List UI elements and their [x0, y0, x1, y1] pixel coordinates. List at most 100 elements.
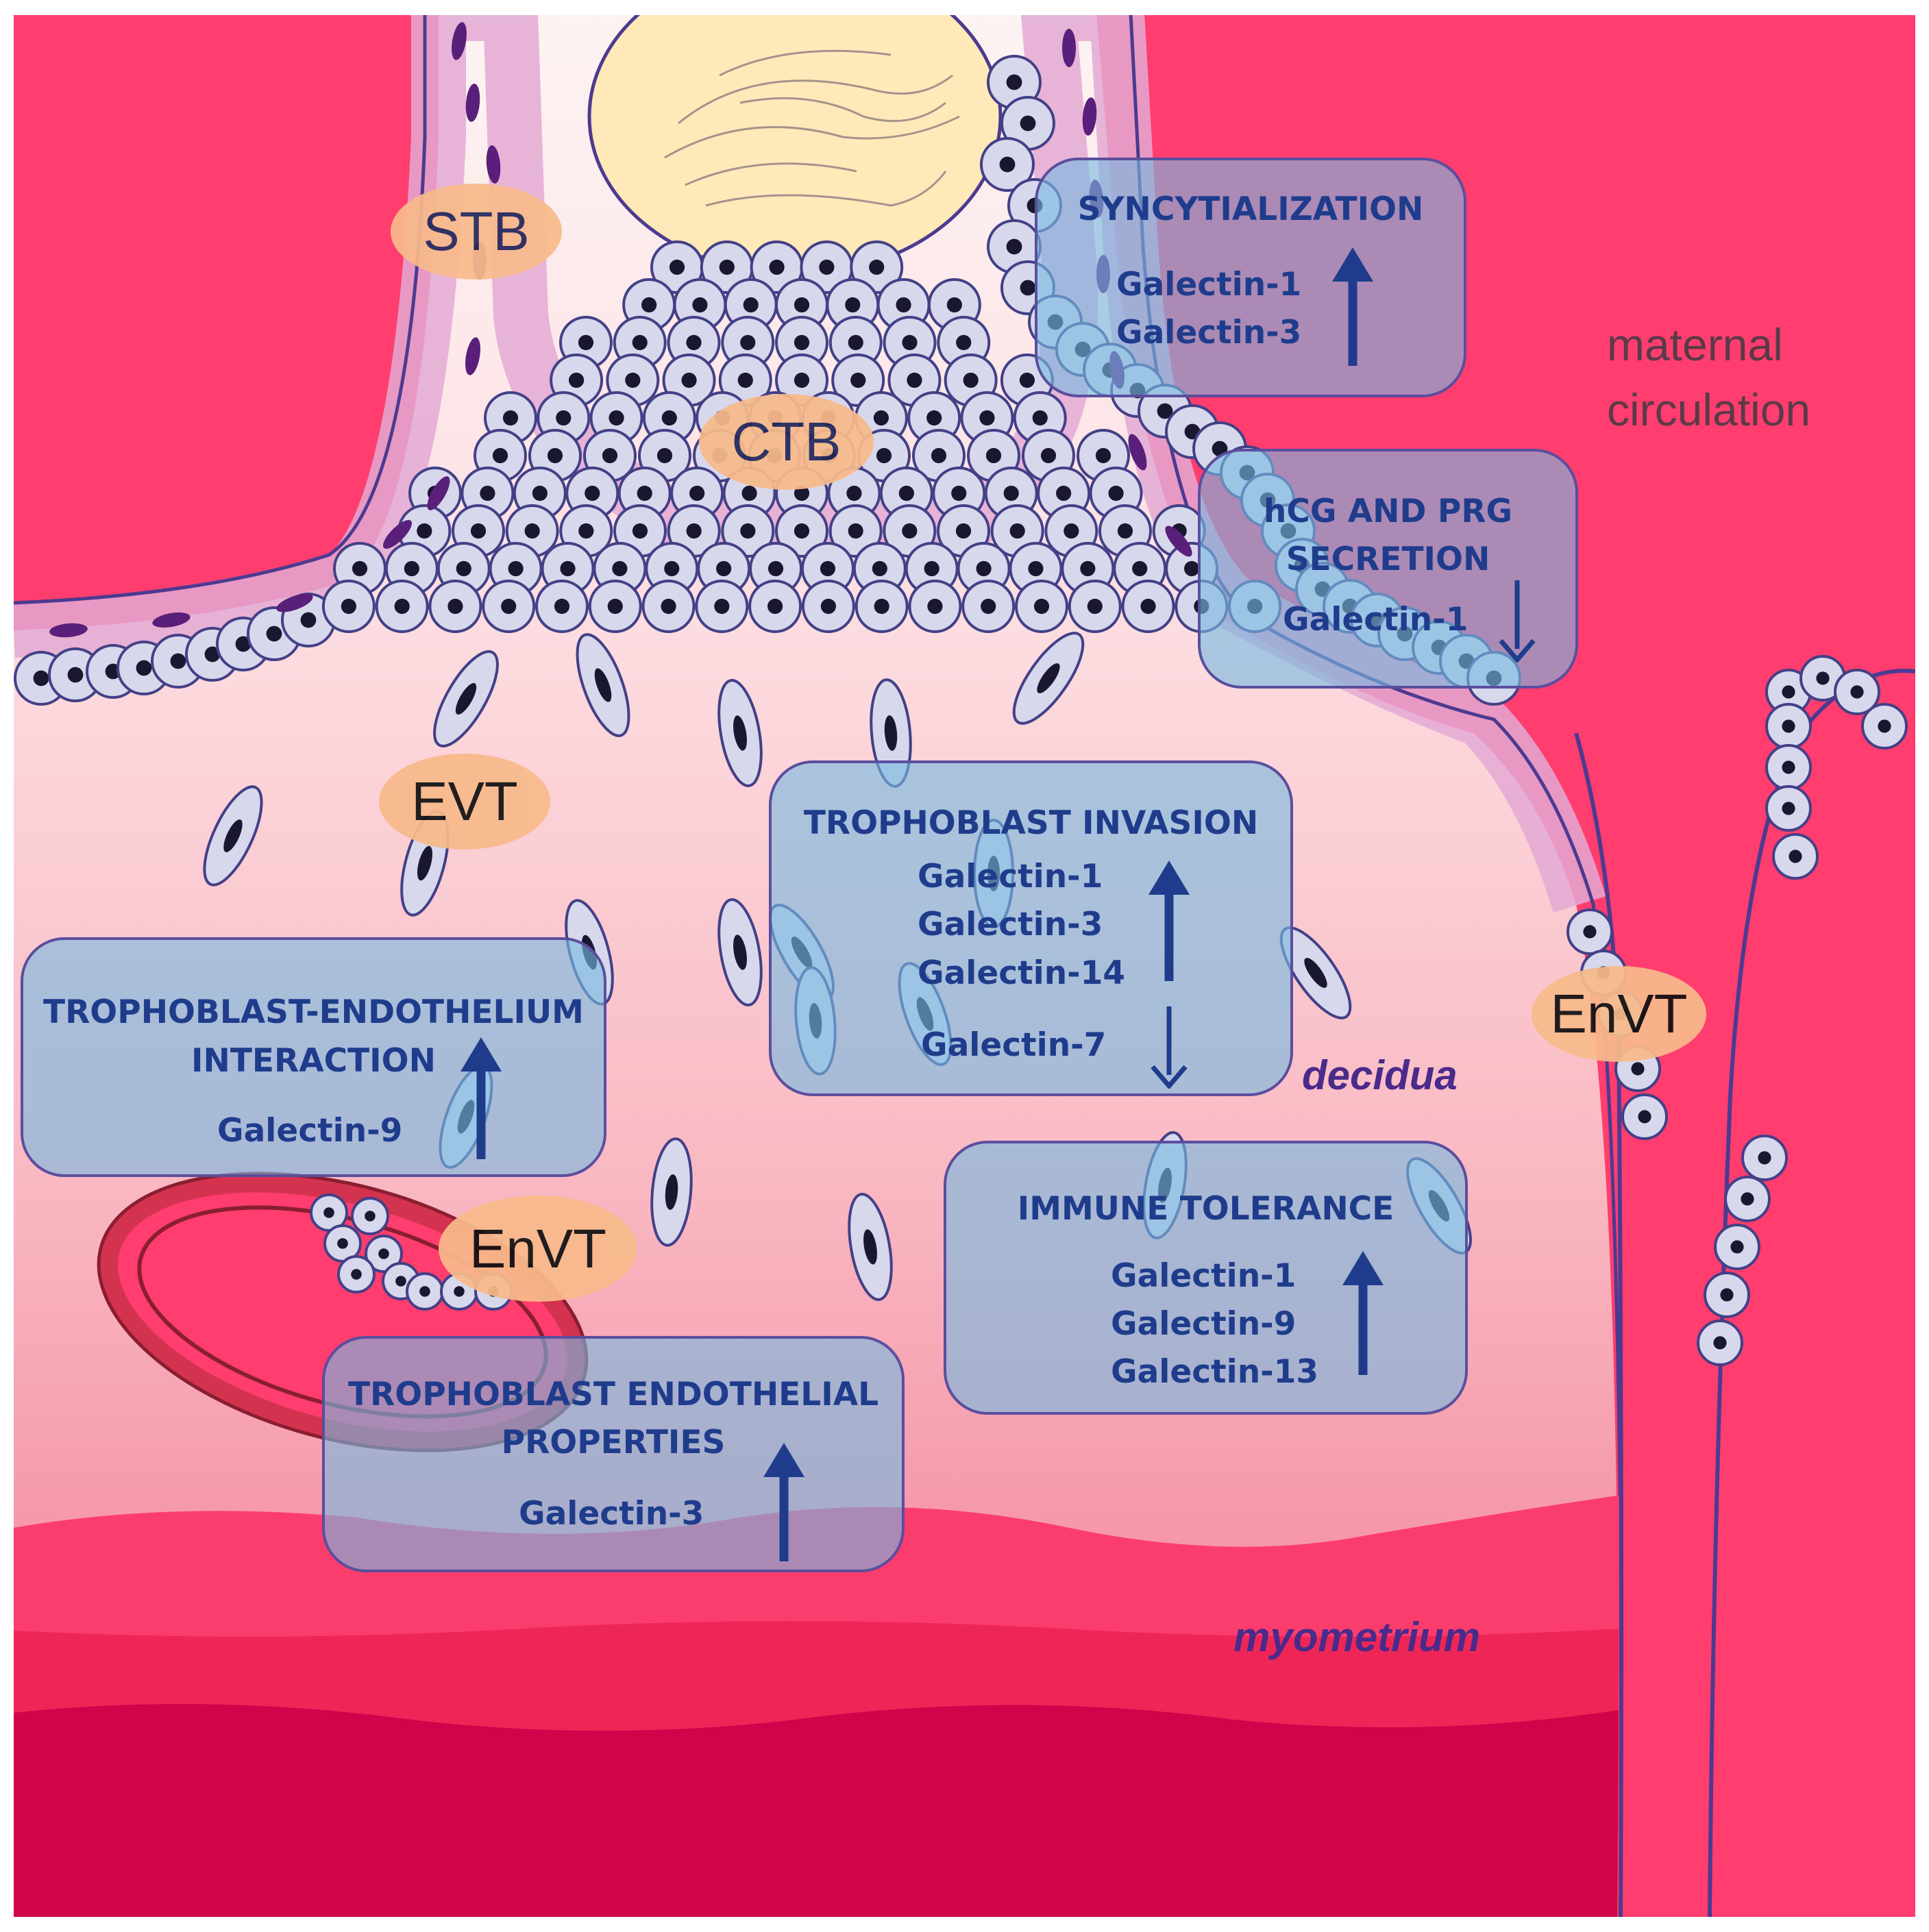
- decidua-label: decidua: [1302, 1052, 1458, 1098]
- evt-cell: [203, 785, 263, 887]
- trophoblast-cell: [775, 504, 828, 558]
- trophoblast-cell: [1765, 785, 1812, 832]
- syncytialization-box: SYNCYTIALIZATION Galectin-1 Galectin-3: [1035, 158, 1466, 397]
- trophoblast-cell: [650, 240, 704, 294]
- syncytial-nucleus: [465, 337, 480, 375]
- galectin-14-label: Galectin-14: [918, 954, 1126, 992]
- maternal-circulation-label: maternal circulation: [1607, 312, 1810, 443]
- endothelial-properties-title-line1: TROPHOBLAST ENDOTHELIAL: [347, 1376, 879, 1413]
- envt-label-left: EnVT: [439, 1196, 637, 1302]
- trophoblast-cell: [748, 580, 802, 633]
- envt-label-right: EnVT: [1532, 966, 1706, 1062]
- evt-cell: [650, 1137, 693, 1247]
- trophoblast-cell: [1566, 908, 1613, 955]
- trophoblast-cell: [337, 1255, 376, 1293]
- galectin-1-label: Galectin-1: [1283, 601, 1469, 639]
- trophoblast-cell: [428, 580, 482, 633]
- galectin-3-label: Galectin-3: [519, 1495, 704, 1533]
- syncytial-nucleus: [1128, 434, 1147, 471]
- trophoblast-cell: [1765, 744, 1812, 791]
- maternal-label-line2: circulation: [1607, 384, 1811, 435]
- trophoblast-cell: [987, 55, 1042, 110]
- immune-tolerance-title: IMMUNE TOLERANCE: [1017, 1190, 1394, 1228]
- syncytialization-title: SYNCYTIALIZATION: [1077, 190, 1424, 228]
- trophoblast-cell: [831, 354, 885, 407]
- trophoblast-cell: [1765, 703, 1812, 750]
- trophoblast-cell: [1037, 467, 1091, 520]
- upregulation-arrow-icon: [763, 1443, 804, 1561]
- trophoblast-cell: [1621, 1093, 1668, 1140]
- trophoblast-cell: [987, 219, 1042, 274]
- upregulation-arrow-icon: [1148, 860, 1190, 981]
- trophoblast-cell: [695, 580, 749, 633]
- galectin-9-label: Galectin-9: [217, 1112, 403, 1150]
- trophoblast-cell: [406, 1272, 444, 1311]
- trophoblast-cell: [1697, 1320, 1743, 1366]
- trophoblast-cell: [1704, 1272, 1750, 1318]
- downregulation-arrow-icon: [1151, 1006, 1188, 1089]
- evt-cell: [433, 650, 499, 747]
- trophoblast-cell: [1861, 703, 1908, 750]
- evt-label-text: EVT: [411, 771, 518, 832]
- trophoblast-cell: [801, 580, 855, 633]
- downregulation-arrow-icon: [1499, 580, 1536, 662]
- maternal-label-line1: maternal: [1607, 319, 1783, 370]
- trophoblast-cell: [1724, 1176, 1771, 1222]
- stb-label-text: STB: [423, 201, 530, 262]
- trophoblast-cell: [1714, 1224, 1760, 1270]
- trophoblast-cell: [351, 1197, 389, 1235]
- interaction-title-line1: TROPHOBLAST-ENDOTHELIUM: [43, 993, 584, 1031]
- syncytial-nucleus: [1165, 525, 1192, 557]
- trophoblast-cell: [365, 1235, 403, 1273]
- envt-label-left-text: EnVT: [469, 1217, 607, 1279]
- trophoblast-cell: [1068, 580, 1122, 633]
- syncytial-nucleus: [1082, 97, 1097, 136]
- immune-tolerance-box: IMMUNE TOLERANCE Galectin-1 Galectin-9 G…: [944, 1141, 1468, 1415]
- evt-cell: [848, 1193, 893, 1301]
- trophoblast-cell: [588, 580, 642, 633]
- trophoblast-cell: [883, 504, 937, 558]
- syncytial-nucleus: [1062, 29, 1076, 67]
- syncytial-nucleus: [427, 476, 450, 510]
- galectin-13-label: Galectin-13: [1111, 1353, 1319, 1391]
- trophoblast-cell: [482, 580, 536, 633]
- upregulation-arrow-icon: [1332, 247, 1373, 366]
- trophoblast-cell: [641, 580, 696, 633]
- interaction-title-line2: INTERACTION: [191, 1042, 436, 1080]
- galectin-3-label: Galectin-3: [1116, 314, 1302, 351]
- trophoblast-cell: [855, 580, 909, 633]
- hormone-secretion-title-line2: SECRETION: [1286, 541, 1490, 578]
- evt-label: EVT: [379, 754, 550, 850]
- trophoblast-cell: [1834, 669, 1880, 715]
- trophoblast-cell: [375, 580, 429, 633]
- syncytial-nucleus: [276, 593, 313, 612]
- ctb-label-text: CTB: [731, 411, 841, 472]
- evt-cell: [576, 633, 630, 737]
- trophoblast-cell: [961, 580, 1016, 633]
- evt-cell: [717, 679, 763, 787]
- stb-label: STB: [391, 184, 562, 280]
- trophoblast-cell: [1741, 1135, 1788, 1181]
- trophoblast-cell: [718, 354, 772, 407]
- myometrium-lower: [14, 1700, 1915, 1917]
- galectin-3-label: Galectin-3: [918, 906, 1103, 943]
- trophoblast-cell: [321, 580, 376, 633]
- trophoblast-cell: [535, 580, 589, 633]
- syncytial-nucleus: [152, 612, 191, 628]
- syncytial-nucleus: [452, 22, 467, 60]
- syncytial-nucleus: [486, 145, 501, 184]
- ctb-label: CTB: [699, 394, 874, 490]
- trophoblast-cell: [980, 137, 1035, 192]
- hormone-secretion-box: hCG AND PRG SECRETION Galectin-1: [1198, 449, 1578, 689]
- trophoblast-cell: [908, 580, 962, 633]
- endothelial-properties-title-line2: PROPERTIES: [501, 1424, 726, 1461]
- galectin-1-label: Galectin-1: [918, 858, 1103, 895]
- trophoblast-invasion-box: TROPHOBLAST INVASION Galectin-1 Galectin…: [769, 760, 1293, 1096]
- evt-cell: [717, 898, 763, 1006]
- trophoblast-cell: [1015, 580, 1068, 633]
- trophoblast-cell: [1772, 833, 1819, 880]
- endothelial-properties-box: TROPHOBLAST ENDOTHELIAL PROPERTIES Galec…: [322, 1336, 905, 1572]
- hormone-secretion-title-line1: hCG AND PRG: [1263, 493, 1513, 530]
- galectin-7-label: Galectin-7: [921, 1026, 1107, 1064]
- trophoblast-cell: [828, 316, 883, 369]
